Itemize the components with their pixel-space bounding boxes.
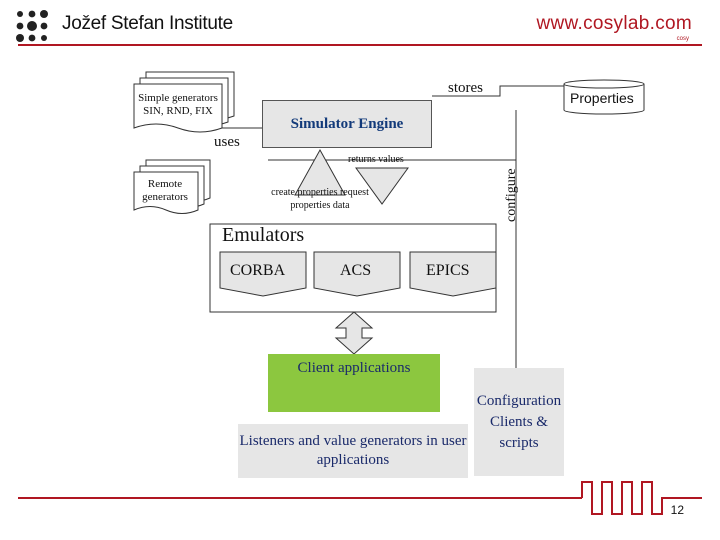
- listeners-box: Listeners and value generators in user a…: [238, 424, 468, 478]
- acs-label: ACS: [340, 262, 372, 279]
- remote-generators-label: Remote generators: [142, 178, 188, 203]
- configure-label: configure: [504, 168, 519, 222]
- remote-generators-stack: [133, 159, 211, 214]
- bidirectional-arrow-icon: [334, 311, 374, 355]
- client-applications-box: Client applications: [268, 354, 440, 412]
- properties-label: Properties: [570, 90, 634, 106]
- returns-values-triangle: [355, 167, 409, 205]
- footer-wave-icon: [581, 481, 702, 515]
- logo-dots-icon: [16, 10, 48, 42]
- client-applications-label: Client applications: [297, 360, 411, 376]
- corba-label: CORBA: [230, 262, 286, 279]
- simple-generators-label: Simple generators SIN, RND, FIX: [138, 92, 218, 117]
- create-request-label: create properties request properties dat…: [271, 187, 369, 211]
- listeners-label: Listeners and value generators in user a…: [239, 433, 467, 468]
- uses-label: uses: [214, 134, 240, 150]
- config-clients-label: Configuration Clients & scripts: [476, 392, 562, 451]
- epics-label: EPICS: [426, 262, 470, 279]
- properties-cylinder: [563, 79, 645, 115]
- page-number: 12: [670, 503, 684, 517]
- simulator-engine-box: Simulator Engine: [262, 100, 432, 148]
- stores-label: stores: [448, 80, 483, 96]
- institute-name: Jožef Stefan Institute: [62, 13, 233, 34]
- simulator-engine-label: Simulator Engine: [290, 115, 404, 132]
- emulators-label: Emulators: [222, 224, 305, 246]
- acs-pentagon: [313, 251, 401, 297]
- cosylab-url-sub: cosy: [676, 36, 689, 42]
- corba-pentagon: [219, 251, 307, 297]
- simple-generators-stack: [133, 71, 235, 133]
- create-properties-triangle: [294, 148, 346, 196]
- epics-pentagon: [409, 251, 497, 297]
- config-clients-box: Configuration Clients & scripts: [474, 368, 564, 476]
- cosylab-url[interactable]: www.cosylab.com: [536, 13, 692, 34]
- header-rule: [18, 44, 702, 46]
- returns-values-label: returns values: [348, 154, 404, 165]
